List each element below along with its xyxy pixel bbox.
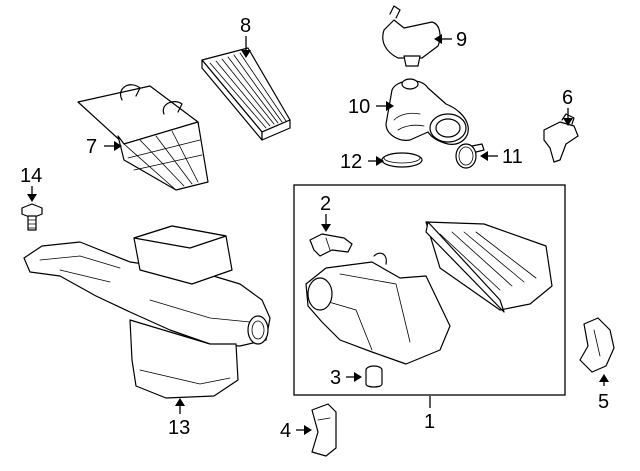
part-5-bracket[interactable] (579, 317, 615, 373)
part-6-mass-airflow-sensor[interactable] (543, 113, 579, 163)
part-9-sensor-cover[interactable] (382, 5, 441, 67)
arrow-13 (175, 398, 185, 406)
callout-13[interactable]: 13 (168, 417, 190, 439)
part-7-housing-cover[interactable] (77, 84, 209, 191)
callout-3[interactable]: 3 (330, 367, 341, 389)
part-3-grommet[interactable] (365, 365, 383, 388)
callout-6[interactable]: 6 (562, 87, 573, 109)
callout-10[interactable]: 10 (348, 96, 370, 118)
arrow-10 (386, 101, 394, 111)
part-11-hose-clamp[interactable] (455, 143, 485, 169)
callout-2[interactable]: 2 (320, 193, 331, 215)
arrow-12 (376, 156, 384, 166)
arrow-4 (304, 425, 312, 435)
arrow-6 (563, 118, 573, 126)
part-2-clip[interactable] (309, 233, 353, 257)
arrow-5 (599, 374, 609, 382)
arrow-9 (434, 34, 442, 44)
part-10-intake-connector[interactable] (385, 78, 469, 145)
arrow-2 (321, 224, 331, 232)
callout-11[interactable]: 11 (502, 146, 523, 168)
arrow-8 (241, 50, 251, 58)
part-13-air-cleaner-assembly[interactable] (23, 225, 271, 399)
arrow-7 (114, 141, 122, 151)
arrow-11 (480, 151, 488, 161)
assembly-frame (293, 184, 566, 396)
callout-9[interactable]: 9 (456, 29, 467, 51)
part-8-air-filter[interactable] (201, 47, 291, 141)
callout-7[interactable]: 7 (86, 136, 97, 158)
part-14-bolt[interactable] (21, 203, 43, 231)
arrow-14 (27, 194, 37, 202)
arrow-3 (354, 372, 362, 382)
callout-5[interactable]: 5 (598, 391, 609, 413)
callout-12[interactable]: 12 (340, 151, 362, 173)
part-4-bracket[interactable] (311, 403, 337, 457)
part-12-hose-clamp[interactable] (381, 152, 423, 168)
callout-14[interactable]: 14 (20, 165, 42, 187)
part-1-air-cleaner-housing[interactable] (305, 221, 553, 365)
callout-1[interactable]: 1 (424, 411, 435, 433)
callout-4[interactable]: 4 (280, 420, 291, 442)
callout-8[interactable]: 8 (240, 15, 251, 37)
